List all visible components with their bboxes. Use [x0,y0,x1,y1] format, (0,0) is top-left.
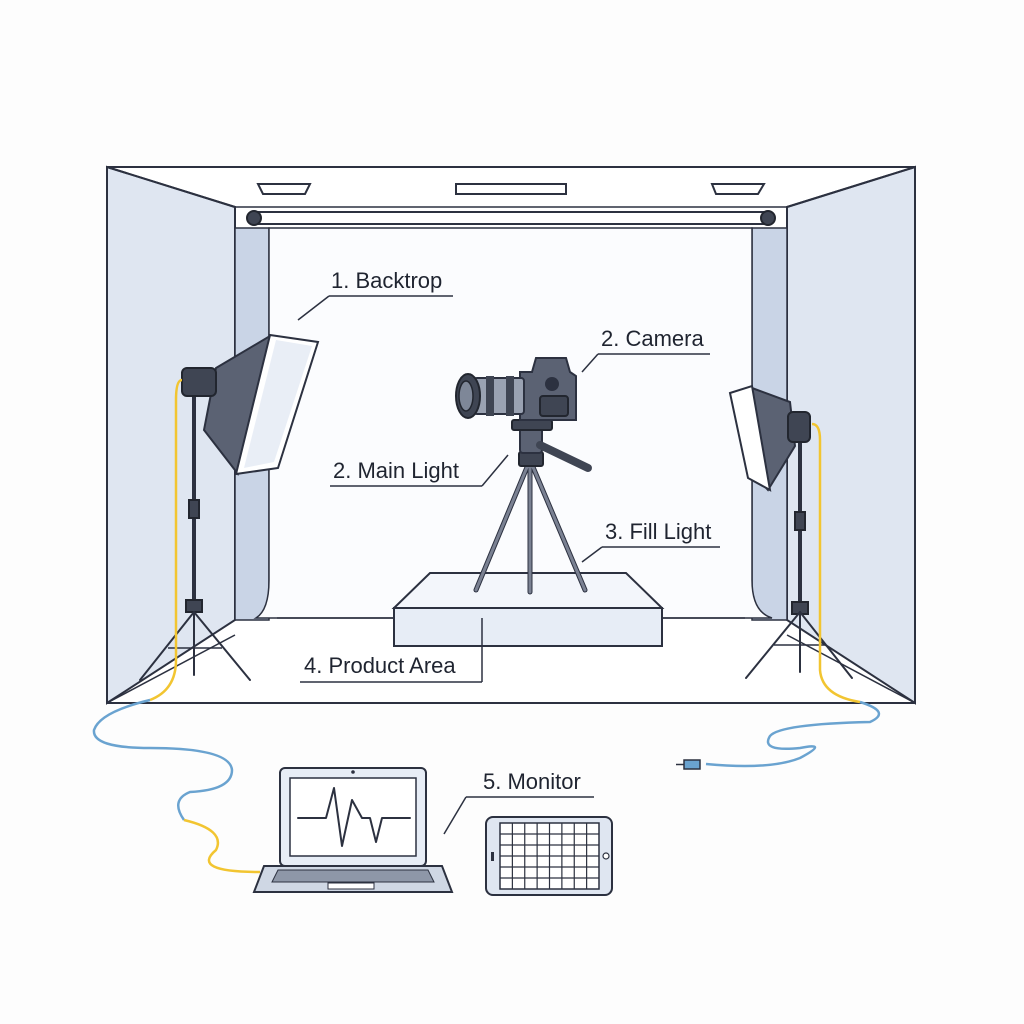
tablet-monitor [485,816,613,896]
cable-left-to-laptop [183,818,261,874]
label-fill-light-text: 3. Fill Light [605,519,711,544]
cable-plug [683,759,701,770]
backdrop-roller [251,211,771,225]
label-main-light: 2. Main Light [330,454,509,487]
label-main-light-text: 2. Main Light [333,458,459,483]
waveform [297,787,411,847]
label-fill-light: 3. Fill Light [581,519,720,563]
camera [455,357,577,421]
label-backdrop-text: 1. Backtrop [331,268,442,293]
ceiling-light-center [455,183,567,195]
fill-light-softbox-face [728,384,772,492]
label-camera-text: 2. Camera [601,326,704,351]
cable-left-yellow [149,378,183,702]
label-product-area-text: 4. Product Area [304,653,456,678]
cables [92,378,881,874]
platform-front [393,607,663,647]
laptop [252,767,454,893]
label-backdrop: 1. Backtrop [297,268,453,321]
ceiling-light-left [256,183,312,195]
fill-light [728,384,853,679]
label-camera: 2. Camera [581,326,710,373]
cable-right-yellow [811,422,861,704]
camera-tripod [473,419,592,595]
ceiling-light-right [710,183,766,195]
label-monitor: 5. Monitor [443,769,594,835]
cable-right-blue [705,700,881,768]
label-product-area: 4. Product Area [300,618,483,683]
camera-lens [473,377,525,415]
cable-left-blue [92,698,234,821]
label-monitor-text: 5. Monitor [483,769,581,794]
main-light [139,333,320,681]
